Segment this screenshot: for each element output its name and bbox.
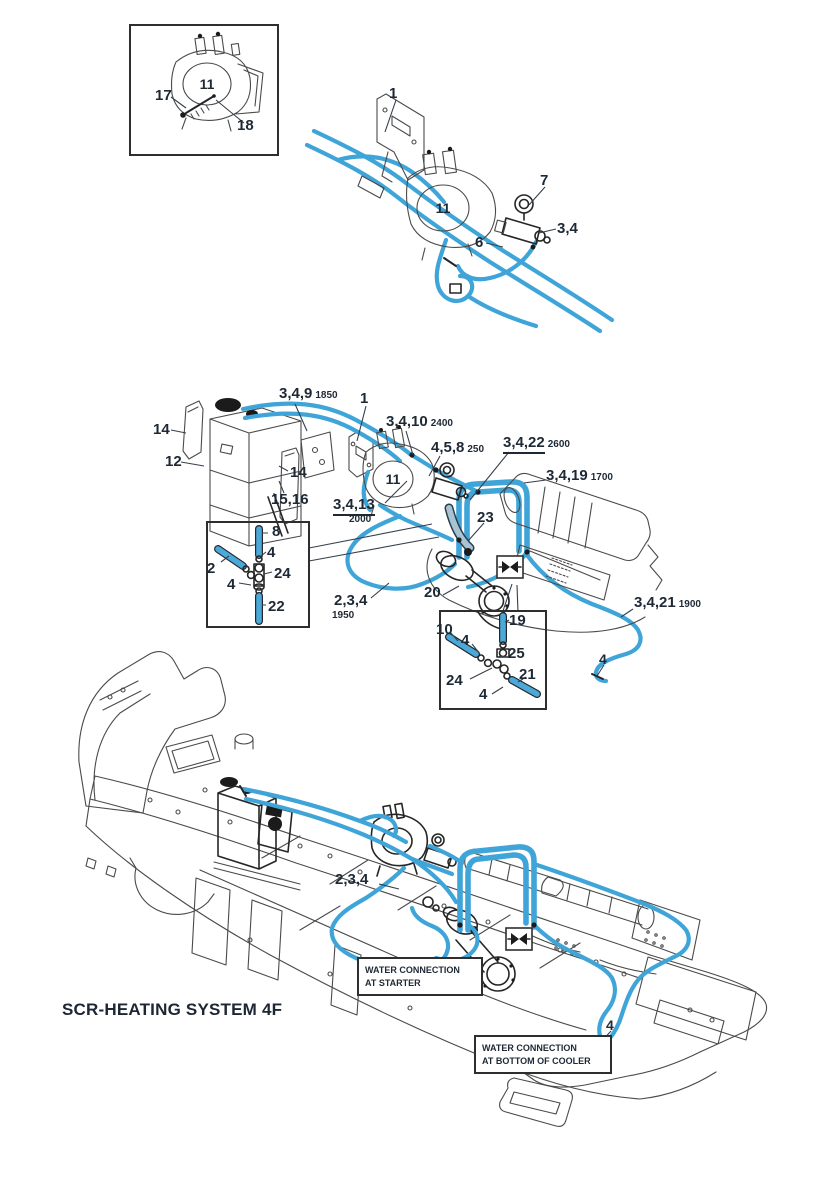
callout-clamp-4-b2: 4 (479, 686, 488, 703)
callout-hose-23: 23 (477, 509, 494, 526)
middle-assembly-art (170, 398, 663, 684)
callout-elbow-20: 20 (424, 584, 441, 601)
callout-tee-24-a: 24 (274, 565, 291, 582)
callout-hose-21: 21 (519, 666, 536, 683)
note-line: AT STARTER (365, 978, 421, 989)
inset-b-art (439, 610, 547, 710)
diagram-title: SCR-HEATING SYSTEM 4F (62, 1000, 283, 1019)
note-line: WATER CONNECTION (365, 965, 460, 975)
callout-fitting-3-4: 3,4 (557, 220, 578, 237)
callout-clamp-4-a1: 4 (267, 544, 276, 561)
callout-bracket-14-right: 14 (290, 464, 307, 481)
callout-hose-2: 2 (207, 560, 216, 577)
note-water-connection-cooler: WATER CONNECTION AT BOTTOM OF COOLER (474, 1035, 612, 1075)
callout-bolt-6: 6 (475, 234, 484, 251)
callout-clamp-4-bottom: 4 (606, 1017, 614, 1033)
callout-hose-8: 8 (272, 523, 281, 540)
callout-bracket-1-top: 1 (389, 85, 398, 102)
quick-connector-icon (496, 555, 524, 579)
callout-hose-22: 22 (268, 598, 285, 615)
callout-tee-24-b: 24 (446, 672, 463, 689)
note-line: WATER CONNECTION (482, 1043, 577, 1053)
quick-connector-icon (505, 927, 533, 951)
callout-clamp-4-mid: 4 (599, 651, 607, 667)
note-water-connection-starter: WATER CONNECTION AT STARTER (357, 957, 483, 997)
bottom-chassis-art (78, 651, 768, 1127)
callout-pump-11-mid: 11 (385, 471, 401, 487)
callout-hose-19: 19 (509, 612, 526, 629)
callout-straps-15-16: 15,16 (271, 491, 309, 508)
callout-bracket-14-left: 14 (153, 421, 170, 438)
callout-screw-17: 17 (155, 87, 172, 104)
callout-clamp-4-b1: 4 (461, 632, 470, 649)
callout-bracket-1-mid: 1 (360, 390, 369, 407)
callout-hose-2-3-4-bottom: 2,3,4 (335, 871, 369, 888)
callout-tank-12: 12 (165, 453, 182, 470)
callout-pump-11-inset: 11 (199, 76, 215, 92)
note-line: AT BOTTOM OF COOLER (482, 1056, 591, 1067)
callout-pin-18: 18 (237, 117, 254, 134)
callout-fitting-25: 25 (508, 645, 525, 662)
top-inset-art (129, 24, 279, 156)
inset-a-art (206, 521, 310, 628)
top-assembly-art (304, 93, 615, 334)
callout-clamp-4-a2: 4 (227, 576, 236, 593)
callout-valve-7: 7 (540, 172, 549, 189)
callout-pump-11-top: 11 (435, 200, 451, 216)
callout-hose-10: 10 (436, 621, 453, 638)
